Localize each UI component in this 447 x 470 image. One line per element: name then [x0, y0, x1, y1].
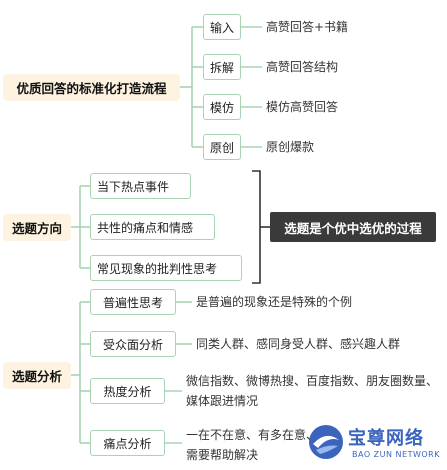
leaf-disassemble-detail: 高赞回答结构 [266, 60, 339, 74]
subtopic-label: 普遍性思考 [102, 295, 163, 310]
leaf-imitate-detail: 模仿高赞回答 [266, 100, 339, 114]
watermark-title: 宝尊网络 [348, 428, 424, 449]
subtopic-critical-thinking[interactable]: 常见现象的批判性思考 [90, 255, 242, 281]
topic-standardized-process[interactable]: 优质回答的标准化打造流程 [3, 74, 180, 101]
subtopic-label: 常见现象的批判性思考 [97, 261, 218, 276]
subtopic-label: 拆解 [209, 60, 234, 75]
subtopic-label: 原创 [209, 140, 234, 155]
subtopic-universality[interactable]: 普遍性思考 [90, 289, 176, 315]
topic-label: 优质回答的标准化打造流程 [16, 81, 167, 96]
subtopic-label: 共性的痛点和情感 [97, 220, 194, 235]
summary-box[interactable]: 选题是个优中选优的过程 [270, 212, 436, 242]
subtopic-hot-events[interactable]: 当下热点事件 [90, 173, 191, 199]
topic-topic-direction[interactable]: 选题方向 [3, 214, 71, 241]
subtopic-audience[interactable]: 受众面分析 [90, 331, 176, 357]
topic-label: 选题方向 [11, 221, 62, 236]
subtopic-heat[interactable]: 热度分析 [90, 378, 165, 404]
leaf-input-detail: 高赞回答+书籍 [266, 20, 349, 34]
subtopic-label: 输入 [209, 20, 234, 35]
subtopic-common-pain[interactable]: 共性的痛点和情感 [90, 214, 215, 240]
subtopic-label: 痛点分析 [103, 436, 152, 451]
subtopic-disassemble[interactable]: 拆解 [203, 54, 241, 80]
leaf-heat-detail: 微信指数、微博热搜、百度指数、朋友圈数量、媒体跟进情况 [186, 374, 439, 408]
topic-topic-analysis[interactable]: 选题分析 [3, 362, 71, 389]
subtopic-pain-point[interactable]: 痛点分析 [90, 430, 165, 456]
subtopic-input[interactable]: 输入 [203, 14, 241, 40]
summary-label: 选题是个优中选优的过程 [284, 220, 422, 236]
subtopic-label: 受众面分析 [102, 337, 163, 352]
leaf-audience-detail: 同类人群、感同身受人群、感兴趣人群 [196, 337, 401, 351]
subtopic-imitate[interactable]: 模仿 [203, 94, 241, 120]
leaf-original-detail: 原创爆款 [266, 140, 315, 154]
subtopic-original[interactable]: 原创 [203, 134, 241, 160]
leaf-pain-point-detail: 一在不在意、有多在意、需要帮助解决 [186, 428, 319, 462]
topic-label: 选题分析 [11, 369, 62, 384]
leaf-universality-detail: 是普遍的现象还是特殊的个例 [196, 295, 353, 309]
watermark: 宝尊网络 BAO ZUN NETWORK [306, 418, 446, 468]
subtopic-label: 当下热点事件 [97, 179, 170, 194]
subtopic-label: 模仿 [209, 100, 234, 115]
watermark-logo-icon [309, 425, 343, 459]
subtopic-label: 热度分析 [103, 384, 152, 399]
watermark-subtitle: BAO ZUN NETWORK [352, 450, 440, 459]
